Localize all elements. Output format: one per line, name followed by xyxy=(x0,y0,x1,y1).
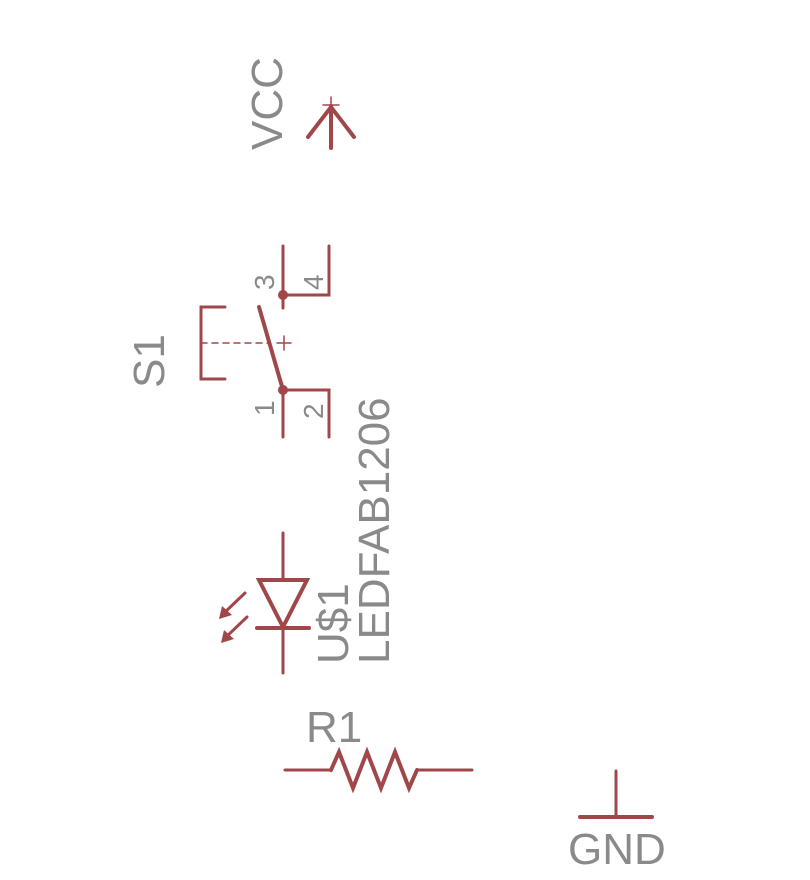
gnd-label: GND xyxy=(568,825,666,874)
resistor-zigzag xyxy=(329,746,419,794)
led-value-label: LEDFAB1206 xyxy=(350,397,399,664)
led-emission-arrowhead-1 xyxy=(219,606,232,619)
led-name-label: U$1 xyxy=(309,583,358,664)
led-triangle xyxy=(255,578,311,632)
switch-s1-symbol[interactable] xyxy=(199,244,331,439)
switch-pin-4-label: 4 xyxy=(298,274,329,290)
gnd-symbol[interactable] xyxy=(578,769,654,819)
switch-pin-1-label: 1 xyxy=(249,400,280,416)
resistor-r1-symbol[interactable] xyxy=(283,746,474,794)
switch-pin-2-label: 2 xyxy=(298,403,329,419)
vcc-label: VCC xyxy=(243,57,292,150)
switch-lever xyxy=(257,305,285,392)
switch-pin-4-line xyxy=(281,244,331,297)
switch-pin-3-label: 3 xyxy=(249,274,280,290)
led-emission-arrowhead-2 xyxy=(221,630,234,643)
led-u1-symbol[interactable] xyxy=(219,531,311,675)
vcc-symbol[interactable] xyxy=(306,96,356,150)
resistor-name-label: R1 xyxy=(306,703,362,752)
switch-pin-2-line xyxy=(281,388,331,439)
switch-name-label: S1 xyxy=(125,334,174,388)
